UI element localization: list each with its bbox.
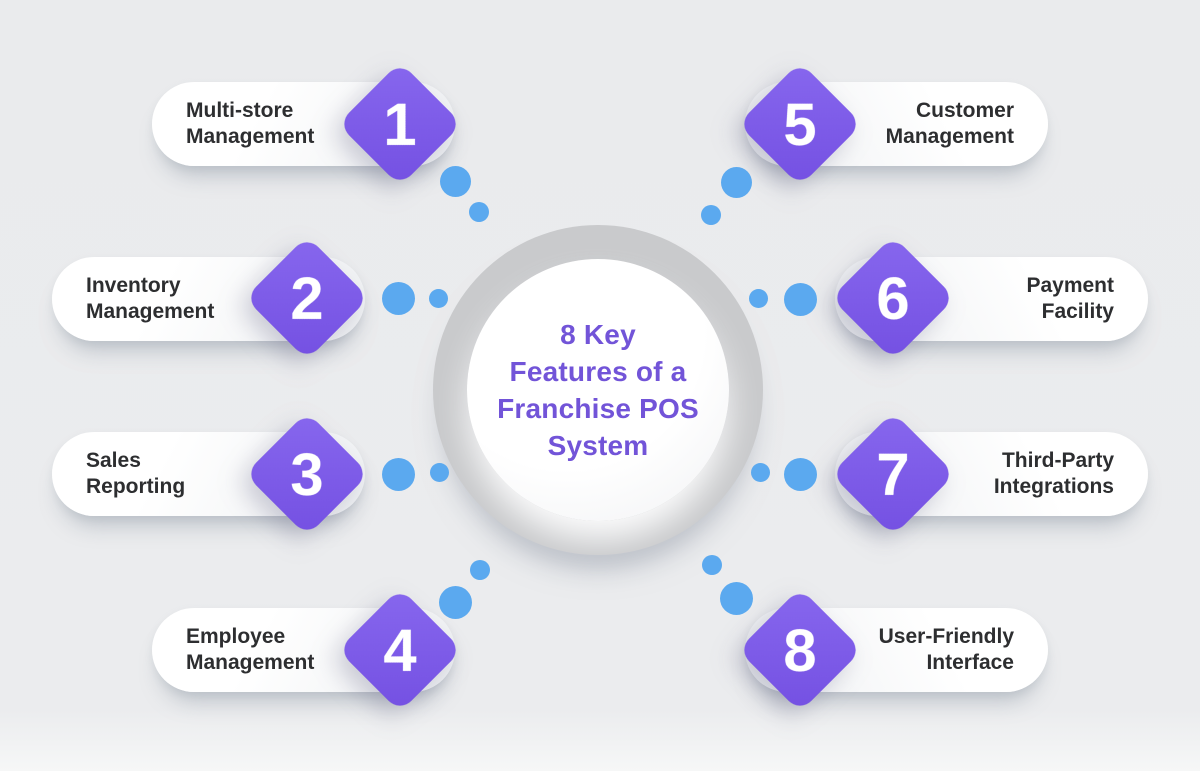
feature-number: 4 [383,616,417,684]
number-badge-2: 2 [244,235,370,361]
feature-number: 1 [383,90,417,158]
title-line-2: Features of a [509,356,687,387]
feature-label: Inventory Management [86,273,214,325]
number-badge-3: 3 [244,411,370,537]
feature-label-line2: Management [186,125,315,148]
number-badge-7: 7 [830,411,956,537]
feature-label: User-Friendly Interface [879,624,1014,676]
feature-label-line1: Employee [186,625,286,648]
feature-label-line2: Management [885,125,1014,148]
connector-dot-large [720,582,753,615]
title-line-4: System [547,430,649,461]
feature-number: 7 [876,440,910,508]
feature-label: Sales Reporting [86,448,185,500]
feature-label: Employee Management [186,624,314,676]
feature-label-line2: Interface [926,651,1014,674]
feature-label-line1: Multi-store [186,99,294,122]
connector-dot-large [439,586,472,619]
feature-number: 2 [290,264,324,332]
feature-label-line1: Inventory [86,274,181,297]
connector-dot-small [751,463,770,482]
connector-dot-small [429,289,448,308]
connector-dot-large [440,166,471,197]
infographic-title: 8 Key Features of a Franchise POS System [497,316,699,464]
connector-dot-small [702,555,722,575]
feature-label-line1: Customer [915,99,1014,122]
title-line-1: 8 Key [560,319,636,350]
feature-label: Third-Party Integrations [994,448,1114,500]
connector-dot-large [784,458,817,491]
connector-dot-small [470,560,490,580]
feature-number: 5 [783,90,817,158]
feature-label-line1: Payment [1026,274,1114,297]
center-circle: 8 Key Features of a Franchise POS System [467,259,729,521]
number-badge-6: 6 [830,235,956,361]
feature-label-line2: Management [186,651,315,674]
feature-label-line2: Reporting [86,475,186,498]
connector-dot-large [382,282,415,315]
feature-number: 6 [876,264,910,332]
feature-number: 8 [783,616,817,684]
feature-label-line1: Third-Party [1001,449,1114,472]
feature-label-line2: Facility [1041,300,1114,323]
feature-label-line2: Integrations [993,475,1114,498]
title-line-3: Franchise POS [497,393,699,424]
connector-dot-large [784,283,817,316]
number-badge-1: 1 [337,61,463,187]
feature-number: 3 [290,440,324,508]
number-badge-5: 5 [737,61,863,187]
feature-label-line1: Sales [86,449,141,472]
connector-dot-small [701,205,721,225]
number-badge-8: 8 [737,587,863,713]
feature-label: Payment Facility [1026,273,1114,325]
connector-dot-small [430,463,449,482]
connector-dot-large [721,167,752,198]
feature-label-line2: Management [86,300,215,323]
feature-label-line1: User-Friendly [878,625,1014,648]
connector-dot-small [469,202,489,222]
connector-dot-large [382,458,415,491]
feature-label: Multi-store Management [186,98,314,150]
connector-dot-small [749,289,768,308]
feature-label: Customer Management [886,98,1014,150]
